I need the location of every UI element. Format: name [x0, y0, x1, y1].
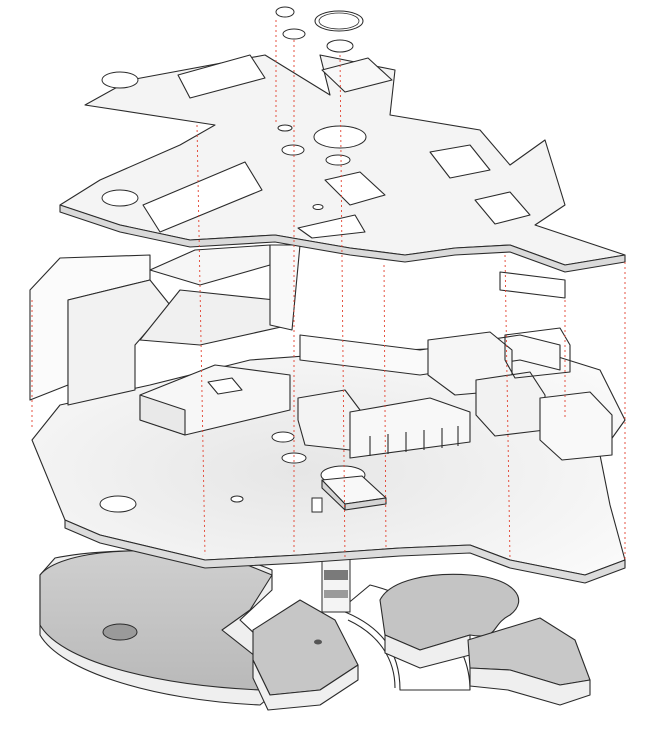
floor-hole-small — [230, 495, 244, 503]
floor-hole-center-2 — [281, 452, 307, 464]
roof-hole-1 — [101, 189, 139, 207]
guide-line — [339, 54, 346, 561]
wall-slant-1 — [149, 244, 271, 286]
base-mass-right-wing-side — [469, 667, 591, 706]
walls-layer — [29, 244, 613, 461]
roof-opening-1 — [177, 54, 266, 99]
roof-opening-4 — [429, 144, 491, 179]
roof-hole-4 — [325, 154, 351, 166]
disc-top-mid — [282, 28, 306, 40]
central-column-band-2 — [324, 590, 348, 598]
guide-line — [504, 254, 511, 561]
base-mass-left-top — [39, 550, 273, 691]
roof-opening-5 — [474, 191, 531, 225]
disc-top-small — [275, 6, 295, 18]
wall-glass-box — [504, 327, 571, 379]
wall-block-window-side — [139, 394, 186, 436]
base-arc-ramp-inner — [347, 619, 396, 689]
roof-hole-3 — [281, 144, 305, 156]
wall-block-left-front — [67, 279, 171, 406]
wall-block-right-3 — [539, 391, 613, 461]
guide-line — [196, 124, 206, 556]
disc-top-large — [314, 10, 364, 32]
wall-block-right-2 — [475, 371, 546, 437]
roof-hole-6 — [312, 204, 324, 210]
disc-top-large-inner — [318, 12, 360, 30]
floor-post — [311, 497, 323, 513]
floor-hole-center-1 — [271, 431, 295, 443]
roof-disc — [101, 71, 139, 89]
wall-panel-right — [499, 271, 566, 299]
roof-hole-5 — [277, 124, 293, 132]
wall-slant-3 — [269, 244, 301, 331]
roof-cap-piece — [321, 57, 393, 93]
floor-sunken-square-side — [321, 479, 387, 511]
roof-opening-2 — [142, 161, 263, 233]
roof-opening-6 — [297, 214, 366, 239]
base-masses — [39, 550, 591, 711]
wall-window-opening — [207, 377, 243, 395]
alignment-guides — [31, 20, 626, 561]
disc-top-right — [326, 39, 354, 53]
wall-slant-2 — [139, 289, 291, 346]
central-column-band — [324, 570, 348, 580]
roof-hole-2 — [313, 125, 367, 149]
roof-plate — [59, 54, 626, 273]
floating-discs — [275, 6, 364, 53]
base-mass-center-side — [252, 659, 359, 711]
wall-fin-row — [349, 397, 471, 459]
floor-hole-left — [99, 495, 137, 513]
base-mass-center-hole — [314, 639, 322, 645]
floor-plate-edge — [64, 519, 626, 584]
base-mass-left-hole — [102, 623, 138, 641]
